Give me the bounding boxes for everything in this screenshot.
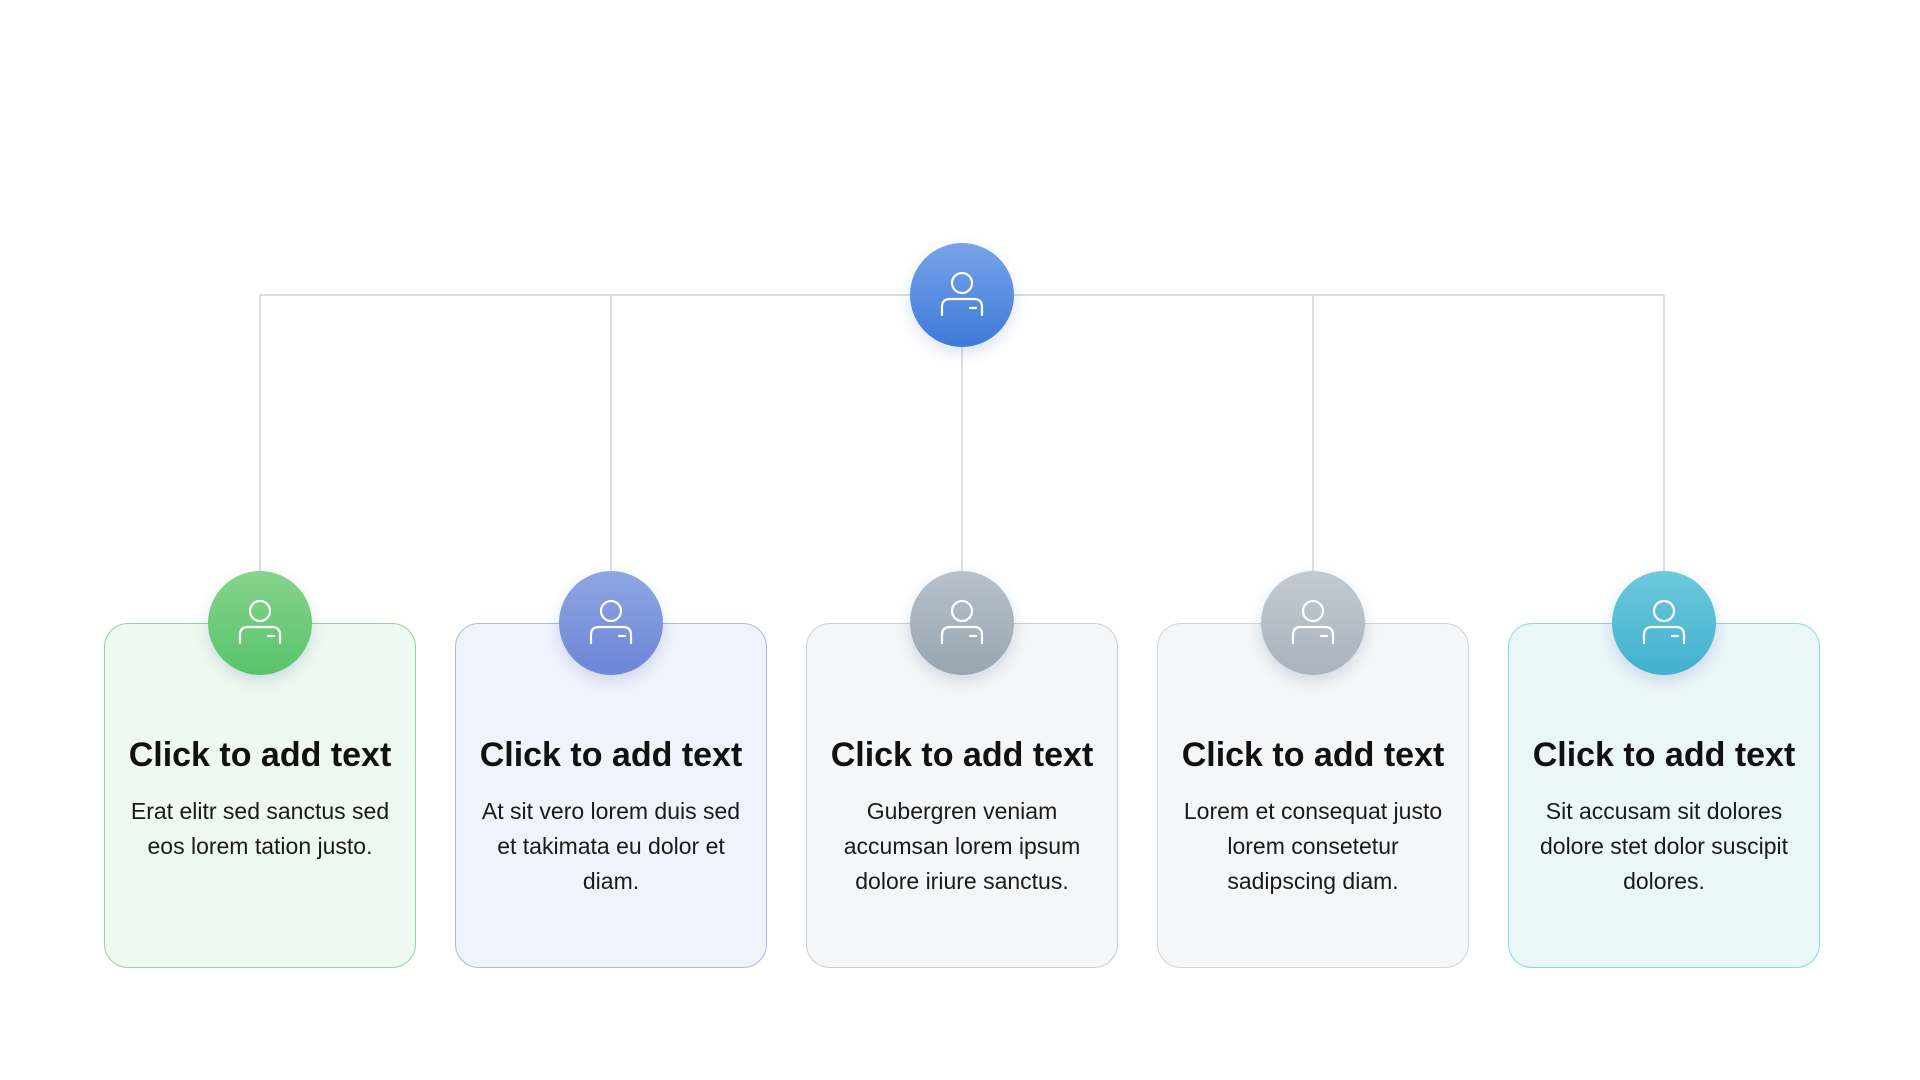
person-icon xyxy=(589,599,633,645)
person-icon xyxy=(238,599,282,645)
card-1[interactable]: Click to add text Erat elitr sed sanctus… xyxy=(104,623,416,968)
person-icon xyxy=(1291,599,1335,645)
card-body[interactable]: Lorem et consequat justo lorem consetetu… xyxy=(1183,798,1443,894)
card-title[interactable]: Click to add text xyxy=(830,736,1094,774)
card-title[interactable]: Click to add text xyxy=(128,736,392,774)
card-body[interactable]: Gubergren veniam accumsan lorem ipsum do… xyxy=(843,798,1081,894)
card-body[interactable]: At sit vero lorem duis sed et takimata e… xyxy=(481,798,741,894)
card-4[interactable]: Click to add text Lorem et consequat jus… xyxy=(1157,623,1469,968)
card-3[interactable]: Click to add text Gubergren veniam accum… xyxy=(806,623,1118,968)
root-node[interactable] xyxy=(910,243,1014,347)
card-title[interactable]: Click to add text xyxy=(1532,736,1796,774)
person-icon xyxy=(940,271,984,317)
card-1-avatar xyxy=(208,571,312,675)
card-3-avatar xyxy=(910,571,1014,675)
card-2[interactable]: Click to add text At sit vero lorem duis… xyxy=(455,623,767,968)
card-title[interactable]: Click to add text xyxy=(1181,736,1445,774)
person-icon xyxy=(1642,599,1686,645)
card-body[interactable]: Erat elitr sed sanctus sed eos lorem tat… xyxy=(130,798,390,859)
card-4-avatar xyxy=(1261,571,1365,675)
card-title[interactable]: Click to add text xyxy=(479,736,743,774)
person-icon xyxy=(940,599,984,645)
card-5[interactable]: Click to add text Sit accusam sit dolore… xyxy=(1508,623,1820,968)
card-5-avatar xyxy=(1612,571,1716,675)
card-2-avatar xyxy=(559,571,663,675)
card-body[interactable]: Sit accusam sit dolores dolore stet dolo… xyxy=(1539,798,1788,894)
